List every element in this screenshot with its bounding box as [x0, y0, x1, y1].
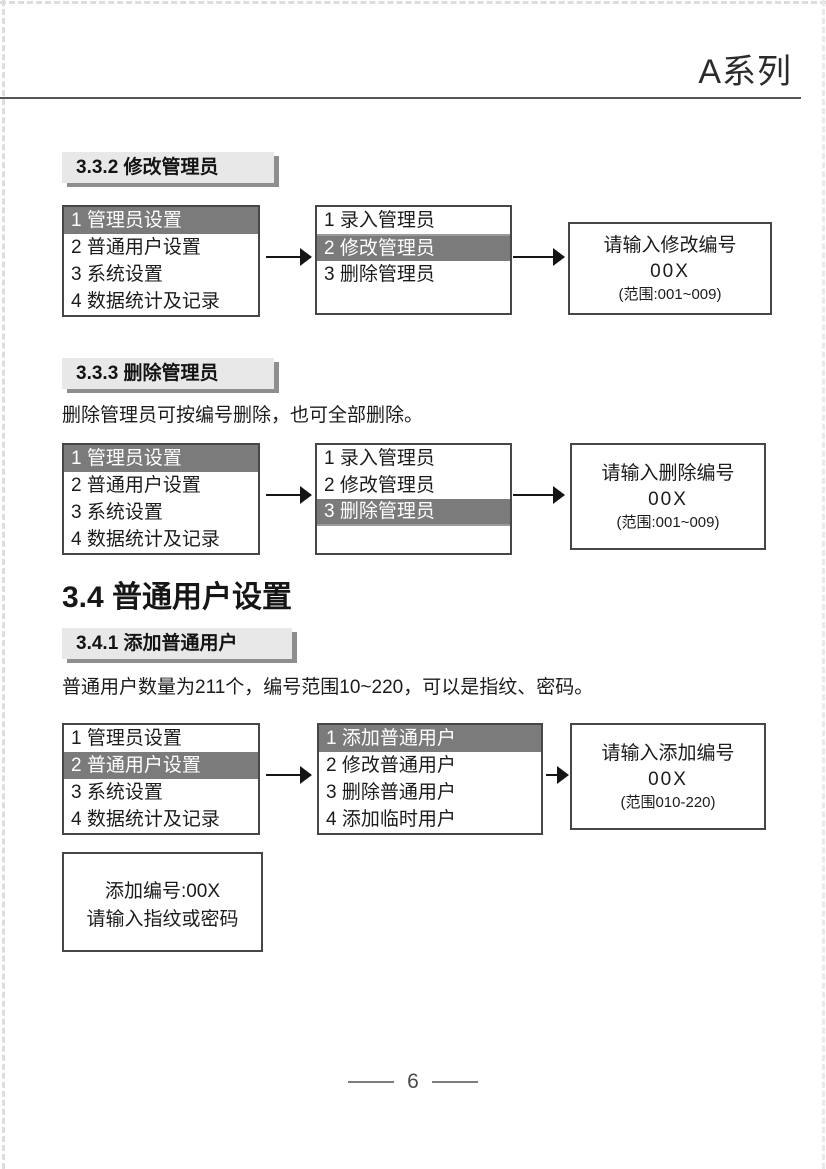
top-dashed-guide	[0, 1, 826, 4]
prompt-range: (范围:001~009)	[618, 285, 722, 303]
page-footer: 6	[0, 1070, 826, 1094]
menu-item: 3 删除管理员	[317, 499, 510, 526]
lcd-prompt-screen: 请输入修改编号 00X (范围:001~009)	[568, 222, 772, 315]
menu-item: 4 数据统计及记录	[71, 809, 220, 830]
flow-arrow-icon	[546, 766, 569, 784]
left-dashed-guide	[2, 0, 5, 1169]
page-number: 6	[407, 1070, 419, 1093]
right-dashed-guide	[822, 0, 825, 1169]
prompt-code: 00X	[650, 260, 690, 282]
lcd-prompt-screen: 请输入删除编号 00X (范围:001~009)	[570, 443, 766, 550]
prompt-text: 请输入删除编号	[601, 462, 735, 484]
lcd-main-menu: 1 管理员设置 2 普通用户设置 3 系统设置 4 数据统计及记录	[62, 443, 260, 555]
section-heading-333: 3.3.3 删除管理员	[62, 358, 274, 389]
menu-item: 2 修改普通用户	[326, 755, 456, 776]
confirm-line: 添加编号:00X	[104, 881, 221, 902]
section-heading-34: 3.4 普通用户设置	[62, 581, 293, 614]
menu-item: 1 管理员设置	[64, 445, 258, 472]
footer-rule-left	[348, 1081, 395, 1083]
menu-item: 3 删除管理员	[324, 264, 435, 285]
menu-item: 4 添加临时用户	[326, 809, 456, 830]
section-body-text: 删除管理员可按编号删除，也可全部删除。	[62, 405, 424, 426]
menu-item: 1 录入管理员	[324, 210, 435, 231]
menu-item: 1 添加普通用户	[319, 725, 541, 752]
menu-item: 2 修改管理员	[317, 234, 510, 261]
section-heading-341: 3.4.1 添加普通用户	[62, 628, 292, 659]
lcd-main-menu: 1 管理员设置 2 普通用户设置 3 系统设置 4 数据统计及记录	[62, 205, 260, 317]
prompt-code: 00X	[648, 768, 688, 790]
prompt-range: (范围010-220)	[620, 793, 716, 811]
lcd-prompt-screen: 请输入添加编号 00X (范围010-220)	[570, 723, 766, 830]
menu-item: 2 普通用户设置	[71, 475, 201, 496]
flow-arrow-icon	[266, 248, 312, 266]
section-body-text: 普通用户数量为211个，编号范围10~220，可以是指纹、密码。	[62, 677, 594, 698]
menu-item: 4 数据统计及记录	[71, 291, 220, 312]
menu-item: 3 系统设置	[71, 264, 163, 285]
flow-arrow-icon	[513, 248, 565, 266]
flow-arrow-icon	[266, 486, 312, 504]
series-title: A系列	[698, 53, 792, 91]
flow-arrow-icon	[266, 766, 312, 784]
lcd-user-menu: 1 添加普通用户 2 修改普通用户 3 删除普通用户 4 添加临时用户	[317, 723, 543, 835]
header-rule	[0, 97, 801, 99]
confirm-line: 请输入指纹或密码	[86, 909, 239, 930]
lcd-main-menu: 1 管理员设置 2 普通用户设置 3 系统设置 4 数据统计及记录	[62, 723, 260, 835]
prompt-range: (范围:001~009)	[616, 513, 720, 531]
lcd-admin-menu: 1 录入管理员 2 修改管理员 3 删除管理员	[315, 443, 512, 555]
prompt-text: 请输入添加编号	[601, 742, 735, 764]
lcd-confirm-screen: 添加编号:00X 请输入指纹或密码	[62, 852, 263, 952]
menu-item: 1 管理员设置	[64, 207, 258, 234]
menu-item: 3 删除普通用户	[326, 782, 456, 803]
menu-item: 3 系统设置	[71, 502, 163, 523]
prompt-code: 00X	[648, 488, 688, 510]
menu-item: 1 管理员设置	[71, 728, 182, 749]
lcd-admin-menu: 1 录入管理员 2 修改管理员 3 删除管理员	[315, 205, 512, 315]
menu-item: 1 录入管理员	[324, 448, 435, 469]
menu-item: 3 系统设置	[71, 782, 163, 803]
menu-item: 4 数据统计及记录	[71, 529, 220, 550]
flow-arrow-icon	[513, 486, 565, 504]
menu-item: 2 普通用户设置	[64, 752, 258, 779]
menu-item: 2 普通用户设置	[71, 237, 201, 258]
prompt-text: 请输入修改编号	[603, 234, 737, 256]
footer-rule-right	[431, 1081, 478, 1083]
menu-item: 2 修改管理员	[324, 475, 435, 496]
section-heading-332: 3.3.2 修改管理员	[62, 152, 274, 183]
